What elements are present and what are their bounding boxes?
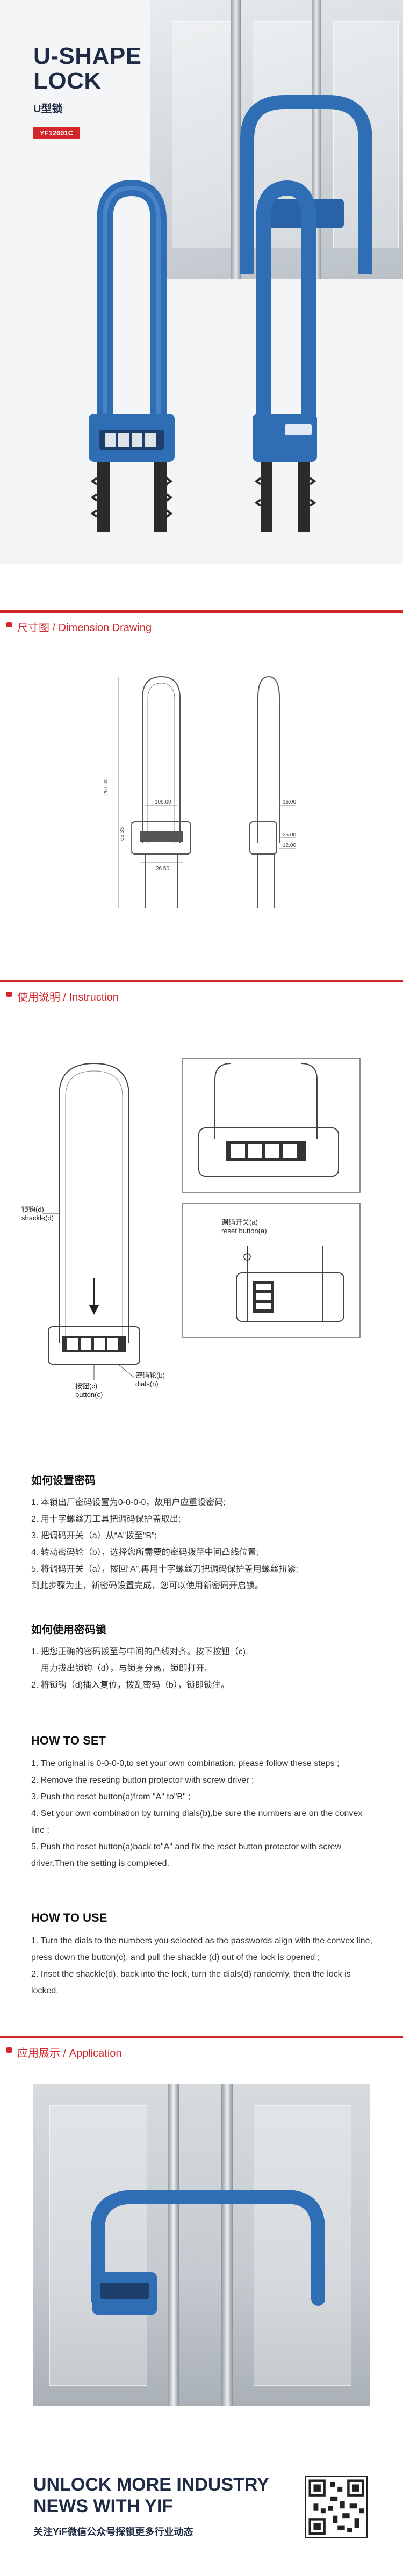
step-text: 1. 本锁出厂密码设置为0-0-0-0，故用户应重设密码; (31, 1498, 226, 1507)
button-label-cn: 按钮(c) (75, 1382, 97, 1390)
section-marker-icon (6, 2047, 12, 2053)
step-text: 1. 把您正确的密码拨至与中间的凸线对齐。按下按钮（c), (31, 1647, 248, 1656)
dimension-label-height: 251.00 (103, 778, 109, 795)
step-text: 2. Inset the shackle(d), back into the l… (31, 1970, 351, 1995)
section-header-instruction: 使用说明 / Instruction (0, 980, 403, 1009)
section-header-dimension: 尺寸图 / Dimension Drawing (0, 610, 403, 640)
hero-section: U-SHAPE LOCK U型锁 YF12601C (0, 0, 403, 564)
application-photo (33, 2084, 370, 2406)
set-password-title-cn: 如何设置密码 (31, 1475, 96, 1487)
footer-subtitle: 关注YiF微信公众号探锁更多行业动态 (33, 2527, 193, 2537)
step-text: 4. 转动密码轮（b），选择您所需要的密码拨至中间凸线位置; (31, 1548, 259, 1557)
shackle-label-cn: 锁钩(d) (21, 1205, 44, 1213)
step-text: 5. Push the reset button(a)back to"A" an… (31, 1842, 341, 1868)
how-to-set-steps: 1. The original is 0-0-0-0,to set your o… (31, 1755, 376, 1872)
section-title: 尺寸图 / Dimension Drawing (17, 622, 152, 634)
product-title: U-SHAPE LOCK (33, 44, 142, 93)
step-text: 5. 将调码开关（a），拨回“A”,再用十字螺丝刀把调码保护盖用螺丝扭紧; (31, 1565, 298, 1574)
step-text: 到此步骤为止，新密码设置完成，您可以使用新密码开启锁。 (31, 1581, 264, 1590)
product-title-line1: U-SHAPE (33, 43, 142, 69)
glass-panel (172, 21, 238, 248)
shackle-label-en: shackle(d) (21, 1214, 54, 1222)
dimension-label-body-height: 65.33 (119, 827, 125, 841)
section-title: 使用说明 / Instruction (17, 992, 119, 1003)
footer-title-line1: UNLOCK MORE INDUSTRY (33, 2474, 269, 2495)
how-to-use-title: HOW TO USE (31, 1911, 107, 1924)
step-text: 1. The original is 0-0-0-0,to set your o… (31, 1759, 340, 1768)
footer: UNLOCK MORE INDUSTRY NEWS WITH YIF 关注YiF… (0, 2449, 403, 2576)
step-text: 4. Set your own combination by turning d… (31, 1809, 363, 1835)
dimension-label-body-width: 26.50 (156, 866, 169, 872)
door-handle-bar (168, 2084, 179, 2406)
door-handle-bar (231, 0, 241, 279)
step-text: 1. Turn the dials to the numbers you sel… (31, 1936, 373, 1962)
product-subtitle: U型锁 (33, 103, 63, 115)
step-text: 2. 将锁钩（d)插入复位，拨乱密码（b），锁即锁住。 (31, 1681, 229, 1690)
step-text: 用力拔出锁钩（d），与锁身分离，锁即打开。 (31, 1664, 213, 1673)
section-title: 应用展示 / Application (17, 2047, 122, 2059)
glass-door-panel (254, 2105, 351, 2386)
step-text: 3. Push the reset button(a)from "A" to"B… (31, 1792, 191, 1801)
footer-title-line2: NEWS WITH YIF (33, 2496, 174, 2516)
dials-label-en: dials(b) (135, 1380, 159, 1388)
instruction-diagram: 锁钩(d) shackle(d) 按钮(c) button(c) 密码轮(b) … (21, 1058, 361, 1399)
section-header-application: 应用展示 / Application (0, 2036, 403, 2065)
reset-button-label-cn: 调码开关(a) (221, 1218, 258, 1226)
product-title-line2: LOCK (33, 68, 102, 94)
section-marker-icon (6, 622, 12, 627)
use-lock-title-cn: 如何使用密码锁 (31, 1624, 106, 1636)
dimension-drawing: 105.00 16.00 251.00 65.33 26.50 25.00 12… (103, 676, 296, 908)
application-lock-illustration (91, 2190, 325, 2315)
model-badge: YF12601C (33, 127, 80, 139)
how-to-set-title: HOW TO SET (31, 1734, 106, 1747)
section-marker-icon (6, 992, 12, 997)
step-text: 2. 用十字螺丝刀工具把调码保护盖取出; (31, 1515, 181, 1524)
dimension-label-diameter: 16.00 (283, 799, 296, 805)
door-handle-bar (221, 2084, 233, 2406)
dimension-label-side-width: 25.00 (283, 832, 296, 838)
step-text: 3. 把调码开关（a）从“A”拨至“B”; (31, 1531, 157, 1540)
set-password-steps-cn: 1. 本锁出厂密码设置为0-0-0-0，故用户应重设密码; 2. 用十字螺丝刀工… (31, 1494, 376, 1594)
dimension-label-width: 105.00 (155, 799, 171, 805)
use-lock-steps-cn: 1. 把您正确的密码拨至与中间的凸线对齐。按下按钮（c), 用力拔出锁钩（d），… (31, 1644, 376, 1694)
wechat-qr-code-icon[interactable] (305, 2476, 368, 2538)
step-text: 2. Remove the reseting button protector … (31, 1776, 254, 1785)
reset-button-label-en: reset button(a) (221, 1227, 267, 1235)
how-to-use-steps: 1. Turn the dials to the numbers you sel… (31, 1933, 376, 1999)
footer-title: UNLOCK MORE INDUSTRY NEWS WITH YIF (33, 2474, 269, 2517)
dials-label-cn: 密码轮(b) (135, 1371, 165, 1379)
button-label-en: button(c) (75, 1391, 103, 1399)
lock-front-view-image (89, 179, 175, 532)
lock-side-view-image (253, 180, 317, 532)
dimension-label-pin: 12.00 (283, 843, 296, 849)
